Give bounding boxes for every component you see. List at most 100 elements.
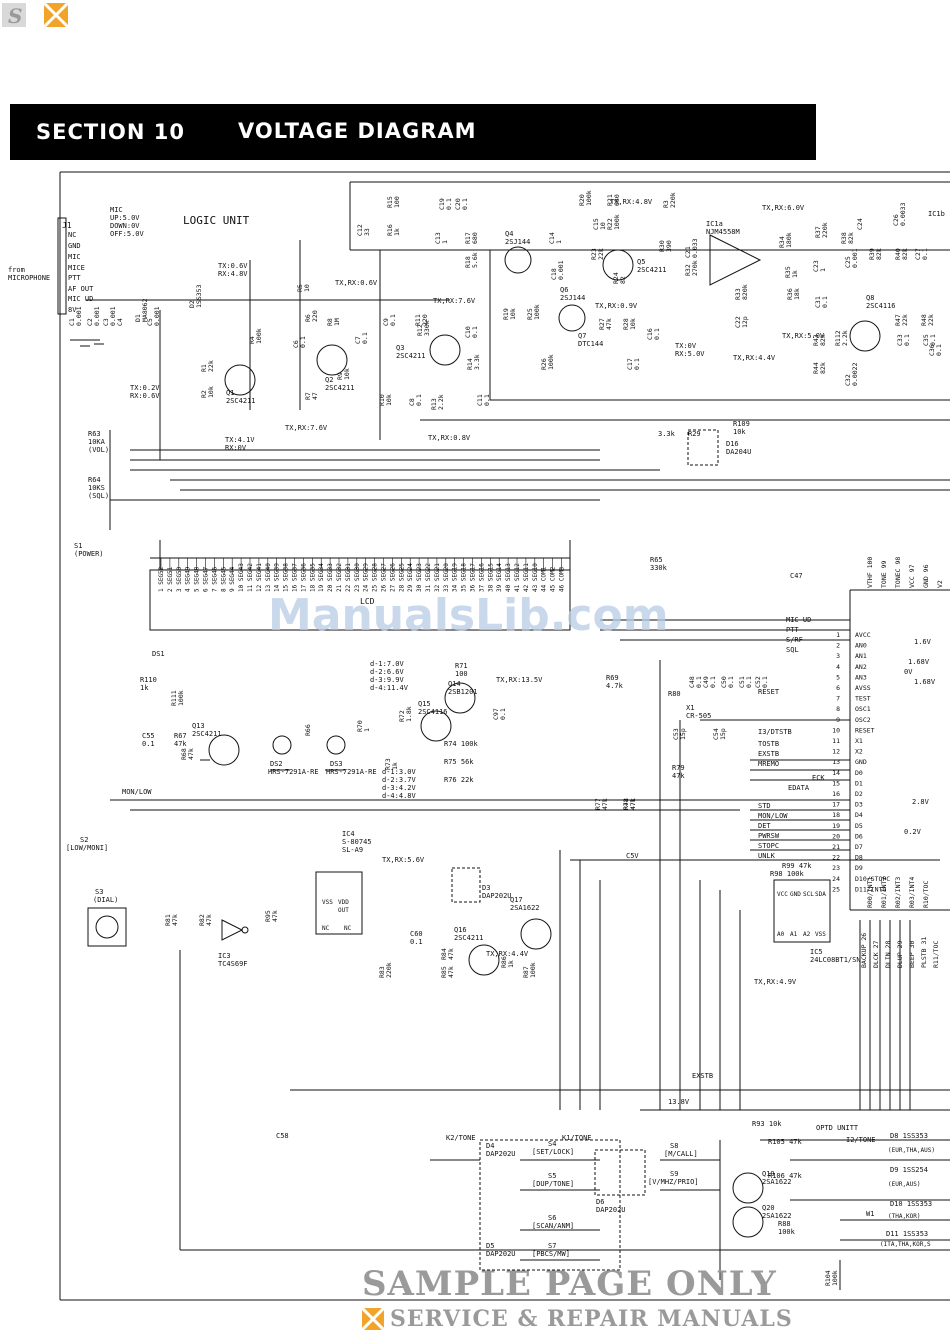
- ic5-label: IC5: [810, 948, 823, 956]
- d16-part: DA204U: [726, 448, 751, 456]
- component-ref: C52: [754, 676, 762, 688]
- component-ref: R34: [778, 236, 786, 248]
- cpu-pin-name: AN3: [855, 673, 867, 681]
- component-value: 0.1: [299, 336, 307, 348]
- q7-part: DTC144: [578, 340, 603, 348]
- cpu-pin-number: 1: [836, 631, 840, 639]
- r63-name: (VOL): [88, 446, 109, 454]
- component-value: 0.1: [653, 328, 661, 340]
- component-value: 680: [471, 232, 479, 244]
- ic5-pin: A1: [790, 931, 798, 938]
- component-value: MA8062: [141, 298, 149, 322]
- component-ref: R21: [606, 194, 614, 206]
- cpu-pin-name: D9: [855, 864, 863, 872]
- component-value: 1: [363, 728, 371, 732]
- cpu-pin-name: D4: [855, 811, 863, 819]
- q16-label: Q16: [454, 926, 467, 934]
- component-value: 1SS353: [195, 284, 203, 308]
- component-value: 0.001: [557, 260, 565, 280]
- cpu-pin-name: D5: [855, 822, 863, 830]
- lcd-pin-label: 11 SEG42: [247, 563, 254, 592]
- ds2-label: DS2: [270, 760, 283, 768]
- cpu-pin-name: AN2: [855, 663, 867, 671]
- q17-part: 2SA1622: [510, 904, 540, 912]
- cpu-bottom-pin: DLUP 29: [896, 941, 904, 968]
- component-value: 220: [311, 310, 319, 322]
- component-value: 1: [555, 240, 563, 244]
- voltage-note: TX,RX:13.5V: [496, 676, 543, 684]
- component-value: 0.1: [921, 248, 929, 260]
- component-ref: R95: [264, 910, 272, 922]
- component-value: 82k: [847, 232, 855, 244]
- component-ref: R82: [198, 914, 206, 926]
- d4-part: DAP202U: [486, 1150, 516, 1158]
- digit-voltage-1: d-1:7.0V: [370, 660, 405, 668]
- component-value: 47k: [605, 318, 613, 330]
- component-value: 100k: [533, 304, 541, 320]
- r65-label: R65: [650, 556, 663, 564]
- component-ref: C50: [720, 676, 728, 688]
- component-value: 0.1: [761, 676, 769, 688]
- r105-label: R105 47k: [768, 1138, 803, 1146]
- r88-value: 100k: [778, 1228, 796, 1236]
- ic5-pin: A2: [803, 931, 811, 938]
- lcd-pin-label: 17 SEG36: [300, 563, 307, 592]
- component-ref: R78: [622, 798, 630, 810]
- component-value: 0.001: [75, 306, 83, 326]
- q20-label: Q20: [762, 1204, 775, 1212]
- component-ref: C6: [292, 340, 300, 348]
- lcd-pin-label: 27 SEG26: [389, 563, 396, 592]
- q8-part: 2SC4116: [866, 302, 896, 310]
- service-manuals-text: SERVICE & REPAIR MANUALS: [390, 1306, 793, 1332]
- q3-part: 2SC4211: [396, 352, 426, 360]
- component-value: 0.1: [709, 676, 717, 688]
- d8-label: D8 1SS353: [890, 1132, 928, 1140]
- component-value: 100k: [255, 328, 263, 344]
- mic-note-1: MIC: [110, 206, 123, 214]
- component-value: 0.033: [691, 238, 699, 258]
- c55-label: C55: [142, 732, 155, 740]
- lcd-pin-label: 12 SEG41: [256, 563, 263, 592]
- component-value: 18k: [793, 288, 801, 300]
- cpu-top-pin: V2: [936, 580, 944, 588]
- d4-label: D4: [486, 1142, 494, 1150]
- ic5-pin: VCC: [777, 891, 788, 898]
- component-ref: R12: [416, 324, 424, 336]
- d9-label: D9 1SS254: [890, 1166, 928, 1174]
- r109-label: R109: [733, 420, 750, 428]
- j1-pin-4: MICE: [68, 264, 85, 272]
- s2-name: [LOW/MONI]: [66, 844, 108, 852]
- component-value: 0.1: [461, 198, 469, 210]
- component-ref: R14: [466, 358, 474, 370]
- r71-value: 100: [455, 670, 468, 678]
- digit-voltage-4: d-4:11.4V: [370, 684, 409, 692]
- ic5-part: 24LC08BT1/SN: [810, 956, 861, 964]
- ic1a-label: IC1a: [706, 220, 723, 228]
- component-ref: C19: [438, 198, 446, 210]
- lcd-pin-label: 37 SEG16: [478, 563, 485, 592]
- watermark: ManualsLib.com: [268, 590, 669, 641]
- component-value: 0.1: [361, 332, 369, 344]
- cpu-bottom-pin: BACKUP 26: [860, 933, 868, 968]
- component-value: 1k: [391, 762, 399, 770]
- ic1b-label: IC1b: [928, 210, 945, 218]
- component-value: 1: [819, 268, 827, 272]
- component-value: 10k: [343, 368, 351, 380]
- q4-part: 2SJ144: [505, 238, 530, 246]
- voltage-note: 2.8V: [912, 798, 930, 806]
- component-value: 47k: [447, 966, 455, 978]
- component-ref: R43: [812, 334, 820, 346]
- cpu-bottom-pin: DLIN 28: [884, 941, 892, 968]
